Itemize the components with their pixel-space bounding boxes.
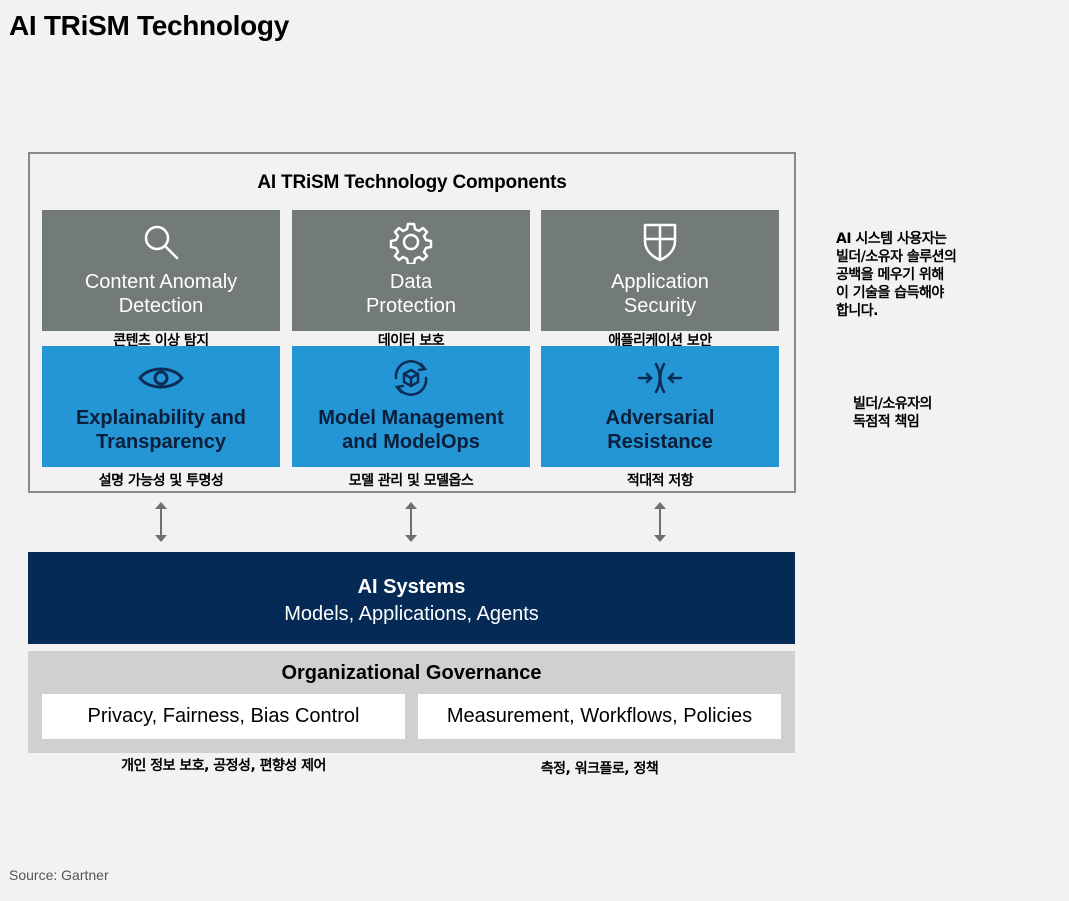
- card-label: Content Anomaly Detection: [84, 271, 238, 317]
- data-protection-card: Data Protection: [292, 210, 530, 331]
- ai-systems-band: AI Systems Models, Applications, Agents: [28, 552, 795, 644]
- caption-model-management: 모델 관리 및 모델옵스: [348, 473, 474, 489]
- adversarial-resistance-card: Adversarial Resistance: [541, 346, 779, 467]
- application-security-card: Application Security: [541, 210, 779, 331]
- card-label: Explainability and Transparency: [75, 407, 247, 453]
- double-arrow-icon: [405, 502, 417, 542]
- caption-data-protection: 데이터 보호: [377, 333, 445, 349]
- magnifier-icon: [141, 220, 181, 264]
- ai-systems-subtitle: Models, Applications, Agents: [284, 603, 539, 625]
- page-title: AI TRiSM Technology: [9, 10, 290, 41]
- measurement-workflows-box: Measurement, Workflows, Policies: [418, 694, 781, 739]
- caption-content-anomaly: 콘텐츠 이상 탐지: [113, 333, 209, 349]
- components-frame: AI TRiSM Technology Components Content A…: [28, 152, 796, 493]
- card-label: Application Security: [611, 271, 709, 317]
- converge-arrows-icon: [636, 356, 684, 400]
- privacy-fairness-box: Privacy, Fairness, Bias Control: [42, 694, 405, 739]
- note-builders: 빌더/소유자의 독점적 책임: [853, 396, 932, 430]
- caption-adversarial: 적대적 저항: [626, 473, 694, 489]
- governance-heading: Organizational Governance: [281, 662, 542, 684]
- components-heading: AI TRiSM Technology Components: [257, 172, 567, 193]
- double-arrow-icon: [155, 502, 167, 542]
- governance-panel: Organizational Governance Privacy, Fairn…: [28, 651, 795, 753]
- caption-privacy: 개인 정보 보호, 공정성, 편향성 제어: [121, 758, 326, 774]
- caption-application-security: 애플리케이션 보안: [608, 333, 712, 349]
- model-management-card: Model Management and ModelOps: [292, 346, 530, 467]
- explainability-card: Explainability and Transparency: [42, 346, 280, 467]
- content-anomaly-detection-card: Content Anomaly Detection: [42, 210, 280, 331]
- cube-cycle-icon: [388, 356, 434, 400]
- eye-icon: [137, 356, 185, 400]
- double-arrow-icon: [654, 502, 666, 542]
- card-label: Adversarial Resistance: [605, 407, 715, 453]
- caption-explainability: 설명 가능성 및 투명성: [98, 473, 224, 489]
- ai-systems-title: AI Systems: [357, 576, 466, 598]
- gear-icon: [389, 220, 433, 264]
- card-label: Model Management and ModelOps: [318, 407, 504, 453]
- note-users: AI 시스템 사용자는 빌더/소유자 솔루션의 공백을 메우기 위해 이 기술을…: [836, 231, 957, 319]
- caption-measurement: 측정, 워크플로, 정책: [540, 761, 659, 777]
- card-label: Data Protection: [365, 271, 457, 317]
- shield-icon: [641, 220, 679, 264]
- source-note: Source: Gartner: [9, 867, 109, 883]
